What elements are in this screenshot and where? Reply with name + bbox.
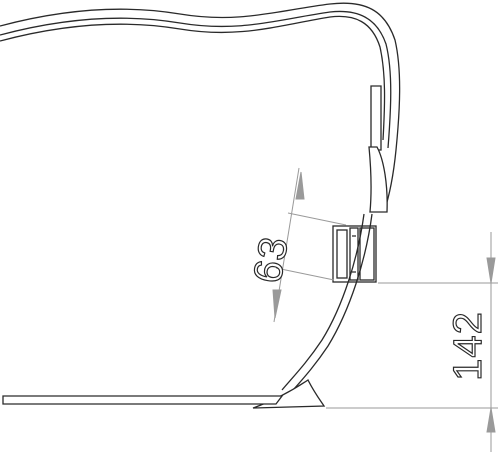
dimension-63-label: 63 [245, 233, 296, 286]
dimension-142 [326, 232, 498, 452]
dimension-142-label: 142 [446, 311, 490, 381]
clamp-plate [368, 146, 388, 213]
lamp-arm [0, 2, 401, 213]
clamp-block [332, 225, 377, 283]
stem [281, 213, 373, 397]
side-tab [370, 85, 382, 151]
dimension-63 [272, 167, 347, 323]
base-plate [2, 395, 284, 405]
